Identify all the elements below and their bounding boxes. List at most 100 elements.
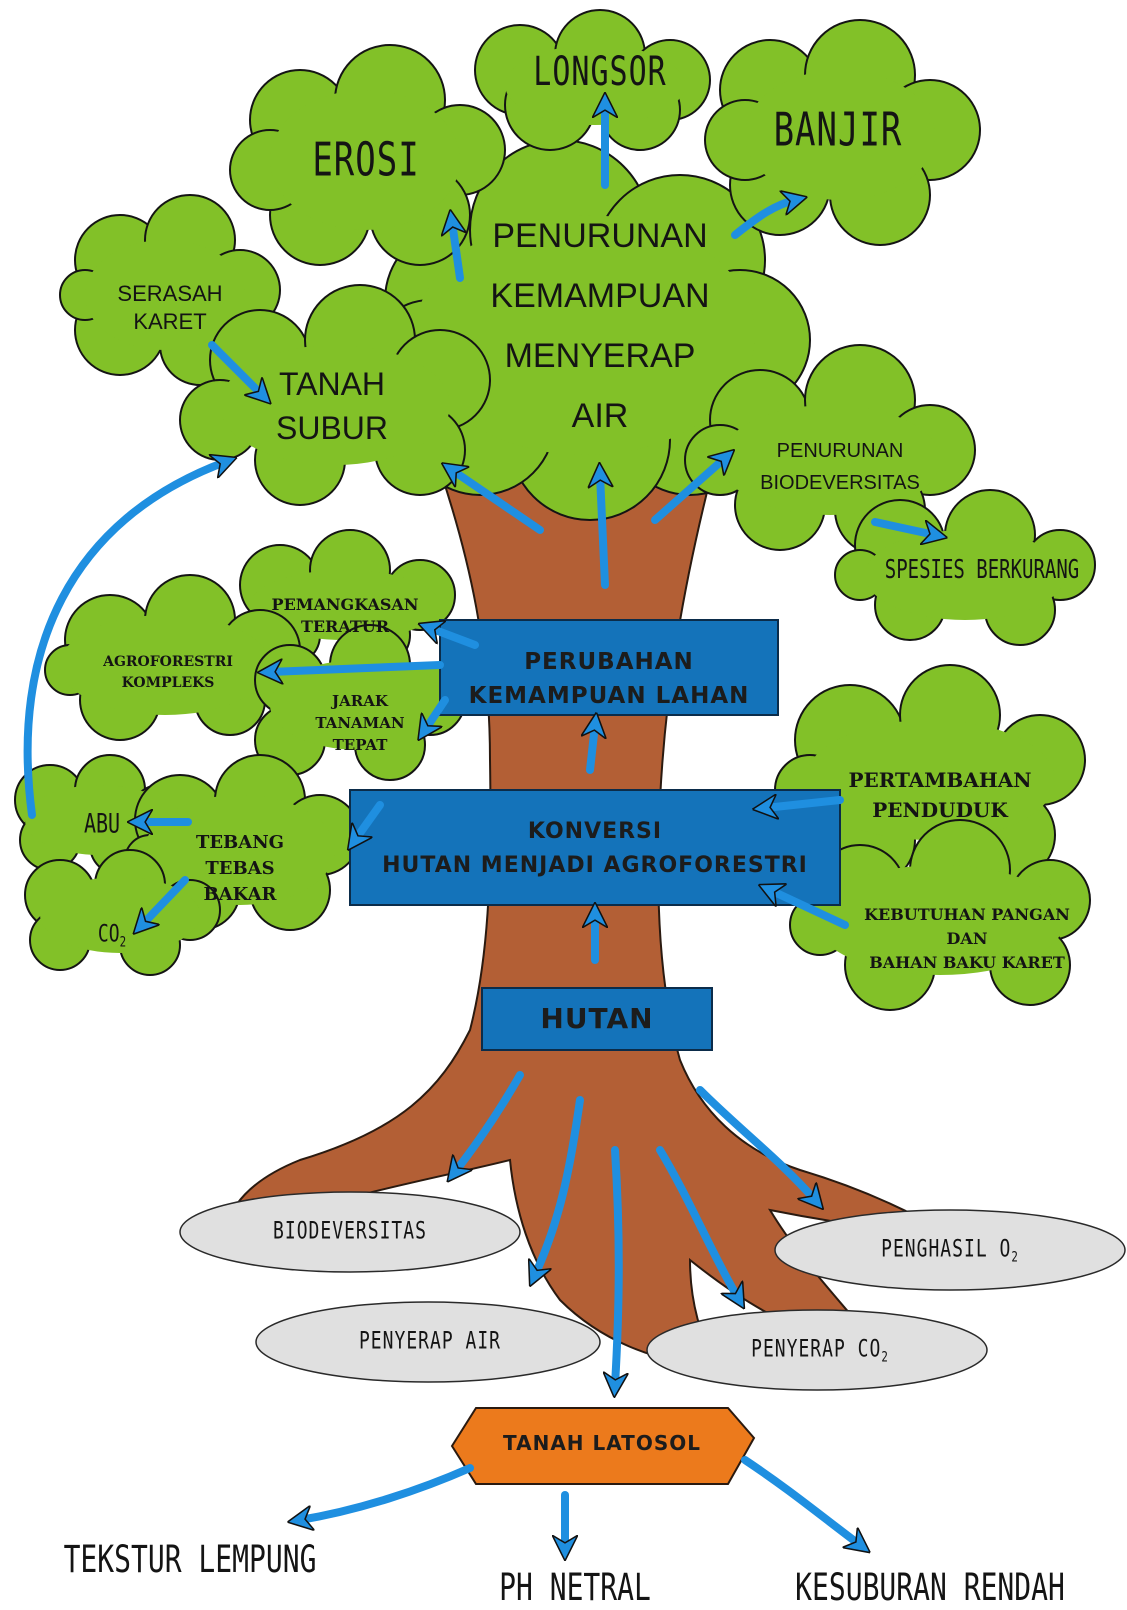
- label-penurunan-bio: PENURUNAN BIODEVERSITAS: [740, 435, 940, 499]
- label-jarak-3: TEPAT: [332, 736, 388, 754]
- arrow-soil-tekstur: [300, 1464, 474, 1520]
- arrow-to-erosi: [452, 222, 460, 282]
- label-penurunan-air-4: AIR: [571, 397, 629, 435]
- label-jarak: JARAK TANAMAN TEPAT: [290, 690, 430, 756]
- label-jarak-2: TANAMAN: [315, 714, 405, 732]
- label-penghasil-sub: 2: [1011, 1248, 1019, 1266]
- ellipse-penyerap-air: [255, 1301, 601, 1383]
- label-tanah-subur-1: TANAH: [278, 366, 386, 402]
- arrow-lahan-to-bio: [651, 458, 725, 524]
- label-penurunan-air-2: KEMAMPUAN: [490, 277, 710, 315]
- label-konversi-1: KONVERSI: [527, 819, 663, 844]
- label-abu: ABU: [83, 806, 121, 840]
- label-co2-base: CO: [97, 919, 120, 949]
- arrow-tebang-to-co2: [142, 876, 189, 925]
- label-penurunan-bio-2: BIODEVERSITAS: [760, 472, 920, 494]
- arrow-kebutuhan-to-konversi: [770, 890, 849, 929]
- label-perubahan: PERUBAHAN KEMAMPUAN LAHAN: [440, 645, 778, 713]
- arrow-root-biodeversitas: [455, 1071, 524, 1172]
- label-perubahan-2: KEMAMPUAN LAHAN: [468, 683, 750, 709]
- label-agroforestri: AGROFORESTRI KOMPLEKS: [78, 652, 258, 694]
- label-konversi: KONVERSI HUTAN MENJADI AGROFORESTRI: [350, 815, 840, 883]
- label-serasah: SERASAH KARET: [100, 280, 240, 336]
- label-pemangkasan-1: PEMANGKASAN: [271, 595, 419, 614]
- label-ph: PH NETRAL: [499, 1565, 651, 1610]
- label-kebutuhan-3: BAHAN BAKU KARET: [869, 953, 1065, 972]
- arrow-root-tanah: [615, 1146, 619, 1385]
- ellipse-biodeversitas: [179, 1191, 521, 1273]
- label-co2-sub: 2: [119, 933, 127, 951]
- arrow-lahan-to-agroforestri: [270, 665, 444, 672]
- label-agroforestri-2: KOMPLEKS: [121, 675, 215, 691]
- label-tebang-3: BAKAR: [203, 884, 277, 905]
- cloud-erosi: [229, 44, 506, 266]
- arrows: [23, 105, 935, 1548]
- label-jarak-1: JARAK: [332, 692, 388, 710]
- label-perubahan-1: PERUBAHAN: [524, 649, 694, 675]
- label-penghasil-base: PENGHASIL O: [881, 1234, 1012, 1264]
- arrow-bio-to-spesies: [871, 518, 935, 535]
- label-kebutuhan-2: DAN: [946, 929, 988, 948]
- label-spesies: SPESIES BERKURANG: [884, 554, 1080, 585]
- ellipse-penghasil: [774, 1209, 1126, 1291]
- label-co2: CO2: [82, 919, 142, 951]
- cloud-agroforestri: [44, 574, 301, 741]
- label-serasah-1: SERASAH: [117, 281, 223, 306]
- arrow-lahan-to-canopy-left: [452, 470, 544, 534]
- arrow-lahan-to-jarak: [425, 696, 449, 730]
- arrow-root-penyerap-co2: [656, 1146, 738, 1298]
- label-penyerap-co2-sub: 2: [881, 1348, 889, 1366]
- label-agroforestri-1: AGROFORESTRI: [103, 654, 233, 670]
- arrow-root-penyerap-air: [535, 1096, 584, 1275]
- arrow-konversi-to-lahan: [590, 725, 595, 774]
- cloud-kebutuhan: [789, 819, 1091, 1011]
- label-tanah-subur-2: SUBUR: [275, 410, 388, 446]
- arrow-lahan-to-canopy-up: [600, 475, 605, 589]
- label-tekstur: TEKSTUR LEMPUNG: [63, 1537, 317, 1582]
- ellipse-penyerap-co2: [646, 1309, 988, 1391]
- label-konversi-2: HUTAN MENJADI AGROFORESTRI: [382, 853, 808, 878]
- arrow-lahan-to-pemangkasan: [430, 628, 479, 649]
- label-erosi: EROSI: [312, 133, 420, 188]
- label-tebang-1: TEBANG: [195, 832, 285, 853]
- label-pertambahan-1: PERTAMBAHAN: [848, 768, 1032, 792]
- arrow-soil-kesuburan: [741, 1456, 860, 1545]
- label-kebutuhan: KEBUTUHAN PANGAN DAN BAHAN BAKU KARET: [842, 903, 1092, 975]
- arrow-pertambahan-to-konversi: [765, 800, 844, 808]
- cloud-serasah: [59, 194, 281, 386]
- label-penyerap-co2: PENYERAP CO2: [690, 1334, 950, 1366]
- cloud-longsor: [474, 9, 711, 151]
- arrow-to-banjir: [731, 200, 795, 239]
- label-serasah-2: KARET: [133, 309, 207, 334]
- label-biodeversitas: BIODEVERSITAS: [273, 1217, 427, 1246]
- cloud-tanah-subur: [179, 284, 491, 506]
- label-tanah-subur: TANAH SUBUR: [262, 362, 402, 450]
- arrow-serasah-to-tanah: [208, 341, 262, 395]
- label-kesuburan: KESUBURAN RENDAH: [795, 1565, 1065, 1610]
- label-banjir: BANJIR: [773, 103, 903, 158]
- label-penghasil: PENGHASIL O2: [820, 1234, 1080, 1266]
- label-penyerap-air: PENYERAP AIR: [358, 1327, 502, 1356]
- label-tanah-latosol: TANAH LATOSOL: [503, 1431, 701, 1455]
- label-kebutuhan-1: KEBUTUHAN PANGAN: [864, 905, 1070, 924]
- label-longsor: LONGSOR: [533, 48, 667, 96]
- label-pertambahan: PERTAMBAHAN PENDUDUK: [830, 765, 1050, 825]
- arrow-abu-to-tanah: [23, 462, 225, 819]
- label-penurunan-air-3: MENYERAP: [504, 337, 696, 375]
- label-penyerap-co2-base: PENYERAP CO: [751, 1334, 882, 1364]
- label-hutan: HUTAN: [540, 1002, 654, 1035]
- hexagon-tanah-latosol: [450, 1407, 756, 1485]
- label-pertambahan-2: PENDUDUK: [872, 798, 1008, 822]
- label-pemangkasan: PEMANGKASAN TERATUR: [255, 594, 435, 638]
- label-penurunan-air-1: PENURUNAN: [492, 217, 708, 255]
- root-ellipses: [179, 1191, 1126, 1391]
- label-penurunan-bio-1: PENURUNAN: [776, 440, 904, 462]
- box-hutan: [481, 987, 713, 1051]
- arrow-konversi-to-tebang: [355, 801, 384, 840]
- label-tebang: TEBANG TEBAS BAKAR: [190, 830, 290, 908]
- label-pemangkasan-2: TERATUR: [300, 617, 390, 636]
- label-penurunan-air: PENURUNAN KEMAMPUAN MENYERAP AIR: [480, 206, 720, 446]
- arrow-root-penghasil: [696, 1086, 815, 1200]
- label-tebang-2: TEBAS: [205, 858, 275, 879]
